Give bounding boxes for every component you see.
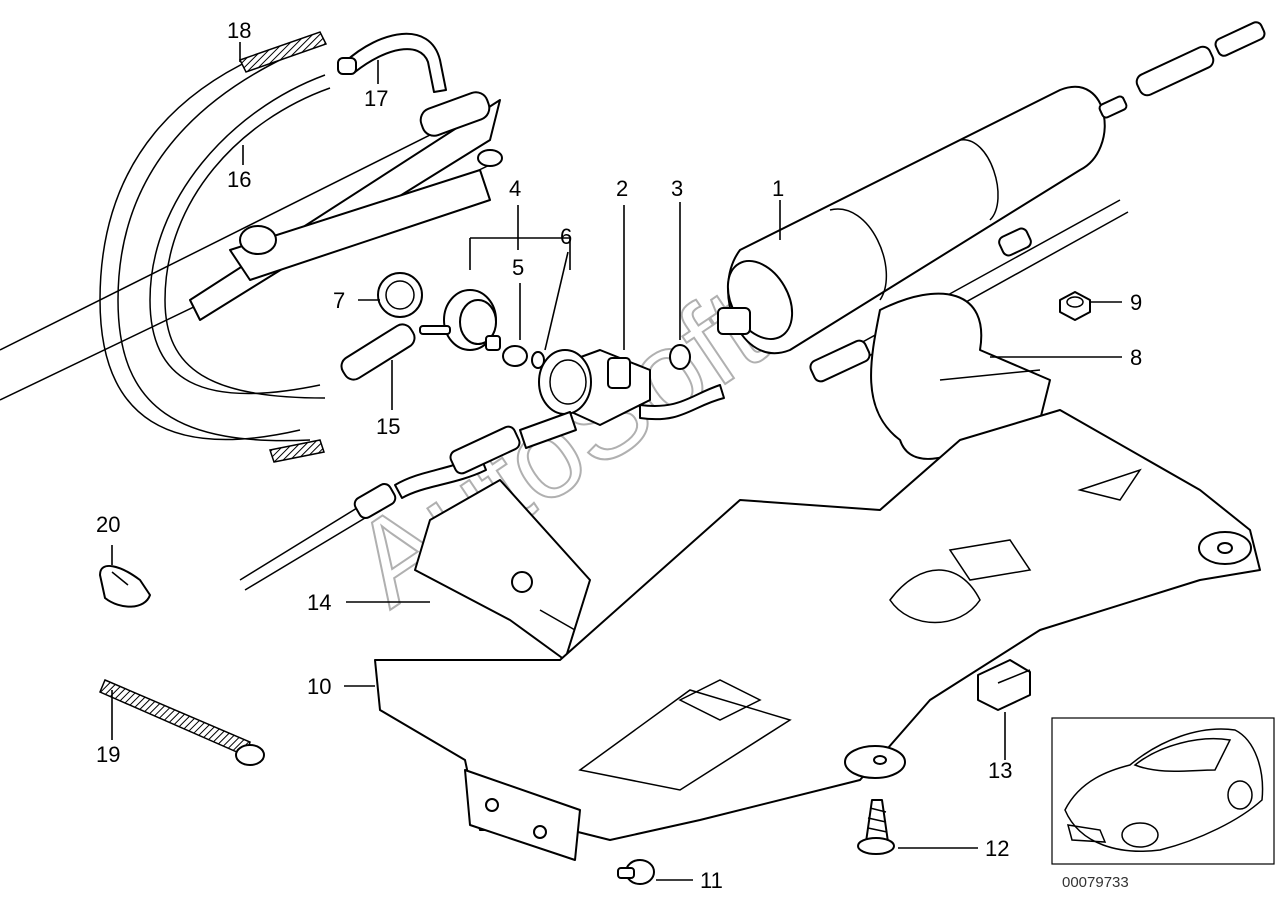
clip-13 xyxy=(977,659,1031,711)
callout-19: 19 xyxy=(96,742,120,767)
ring-3 xyxy=(669,344,691,370)
callout-16: 16 xyxy=(227,167,251,192)
valve-housing-2 xyxy=(519,349,725,449)
callout-3: 3 xyxy=(671,176,683,201)
clip-20 xyxy=(99,565,151,608)
callout-11: 11 xyxy=(700,868,723,893)
callout-5: 5 xyxy=(512,255,524,280)
callout-2: 2 xyxy=(616,176,628,201)
callout-1: 1 xyxy=(772,176,784,201)
hose-17 xyxy=(337,33,447,93)
screw-12 xyxy=(857,799,895,855)
reference-code: 00079733 xyxy=(1062,874,1129,891)
callout-8: 8 xyxy=(1130,345,1142,370)
callout-17: 17 xyxy=(364,86,388,111)
hose-18 xyxy=(99,31,328,463)
callout-20: 20 xyxy=(96,512,120,537)
leader-lines xyxy=(111,42,1122,881)
hose-15 xyxy=(340,323,416,381)
callout-14: 14 xyxy=(307,590,331,615)
rail-lines xyxy=(0,91,503,401)
clip-ring-7 xyxy=(377,272,423,318)
fuel-line-left xyxy=(239,425,521,591)
underbody-plate-10 xyxy=(374,409,1261,861)
callout-numbers: 1 2 3 4 5 6 7 8 9 10 11 12 13 14 15 16 1… xyxy=(96,18,1142,893)
pressure-regulator-4 xyxy=(419,289,501,351)
callout-18: 18 xyxy=(227,18,251,43)
callout-6: 6 xyxy=(560,224,572,249)
o-ring-5 xyxy=(502,345,528,367)
hose-16 xyxy=(149,74,331,399)
callout-15: 15 xyxy=(376,414,400,439)
callout-13: 13 xyxy=(988,758,1012,783)
cable-tie-19 xyxy=(99,679,265,766)
car-inset xyxy=(1051,717,1275,865)
ring-6 xyxy=(531,351,545,369)
nut-9 xyxy=(1059,291,1091,321)
callout-10: 10 xyxy=(307,674,331,699)
clip-11 xyxy=(617,859,655,885)
callout-9: 9 xyxy=(1130,290,1142,315)
callout-12: 12 xyxy=(985,836,1009,861)
fuel-filter-1 xyxy=(717,21,1266,354)
callout-4: 4 xyxy=(509,176,521,201)
callout-7: 7 xyxy=(333,288,345,313)
